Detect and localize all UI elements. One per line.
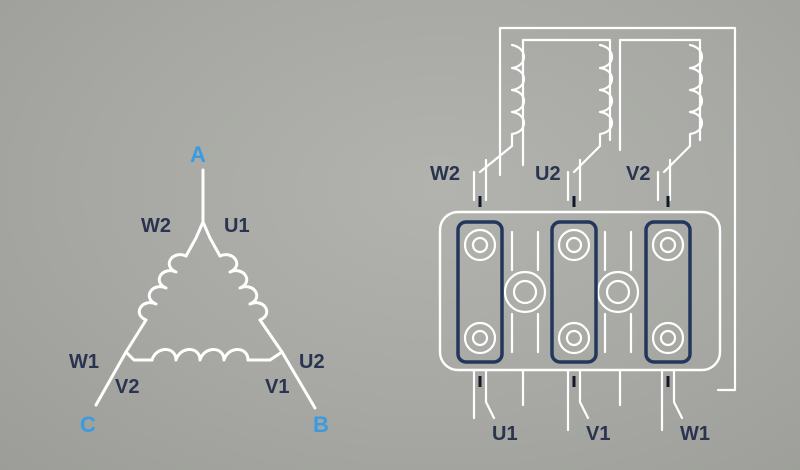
winding-coil-1 <box>478 43 526 174</box>
separator-left <box>510 230 540 354</box>
stud-3-top-inner <box>659 236 677 254</box>
bottom-lead-u1-b <box>484 368 496 420</box>
frame-outer <box>498 26 737 392</box>
vertex-label-a: A <box>190 142 206 167</box>
studs <box>463 228 685 355</box>
delta-label-v2: V2 <box>115 376 139 398</box>
terminal-label-w1: W1 <box>680 423 710 445</box>
delta-diagram: A C B W2 U1 W1 V2 U2 V1 <box>69 142 329 437</box>
frame-inner-1 <box>521 38 612 167</box>
vertex-label-b: B <box>313 412 329 437</box>
bottom-side-wire-right <box>246 350 284 362</box>
delta-label-v1: V1 <box>265 376 289 398</box>
stud-1-bottom <box>463 321 497 355</box>
bottom-side-wire-left <box>124 350 154 362</box>
vertex-label-c: C <box>80 412 96 437</box>
left-side-wire-top <box>184 236 198 258</box>
terminal-label-u2: U2 <box>535 163 561 185</box>
stud-3-bottom-inner <box>659 329 677 347</box>
bottom-coil <box>150 348 250 362</box>
terminal-plate <box>438 210 722 372</box>
lead-c <box>94 350 128 407</box>
stud-3-bottom <box>651 321 685 355</box>
stud-2-bottom-inner <box>565 329 583 347</box>
stud-2-bottom <box>557 321 591 355</box>
left-side-wire-bottom <box>124 318 148 354</box>
right-side-wire-top <box>208 236 222 258</box>
lead-b <box>280 350 317 410</box>
stud-3-top <box>651 228 685 262</box>
winding-coil-2 <box>572 43 614 174</box>
delta-label-u1: U1 <box>224 215 250 237</box>
bridge-3 <box>644 220 692 364</box>
stud-1-top-inner <box>471 236 489 254</box>
bridge-1 <box>456 220 504 364</box>
boss-left-outer <box>503 270 547 314</box>
boss-right-outer <box>596 270 640 314</box>
separator-right <box>603 230 633 354</box>
frame-inner-2 <box>618 38 702 152</box>
boss-right-inner <box>605 279 631 305</box>
terminal-label-v2: V2 <box>626 163 650 185</box>
right-coil <box>218 253 269 322</box>
terminal-box-diagram: W2 U2 V2 U1 V1 W1 <box>430 26 737 445</box>
delta-label-w2: W2 <box>141 215 171 237</box>
delta-label-u2: U2 <box>299 351 325 373</box>
stud-1-top <box>463 228 497 262</box>
terminal-label-u1: U1 <box>492 423 518 445</box>
right-side-wire-bottom <box>258 318 284 354</box>
terminal-label-v1: V1 <box>586 423 610 445</box>
delta-label-w1: W1 <box>69 351 99 373</box>
stud-1-bottom-inner <box>471 329 489 347</box>
bottom-lead-w1-b <box>672 368 684 420</box>
stud-2-top-inner <box>565 236 583 254</box>
terminal-label-w2: W2 <box>430 163 460 185</box>
stud-2-top <box>557 228 591 262</box>
bridge-2 <box>550 220 598 364</box>
boss-left-inner <box>512 279 538 305</box>
vertex-a-joint <box>194 220 212 240</box>
bottom-lead-v1-b <box>578 368 590 420</box>
left-coil <box>137 253 188 322</box>
winding-coil-3 <box>662 43 704 174</box>
